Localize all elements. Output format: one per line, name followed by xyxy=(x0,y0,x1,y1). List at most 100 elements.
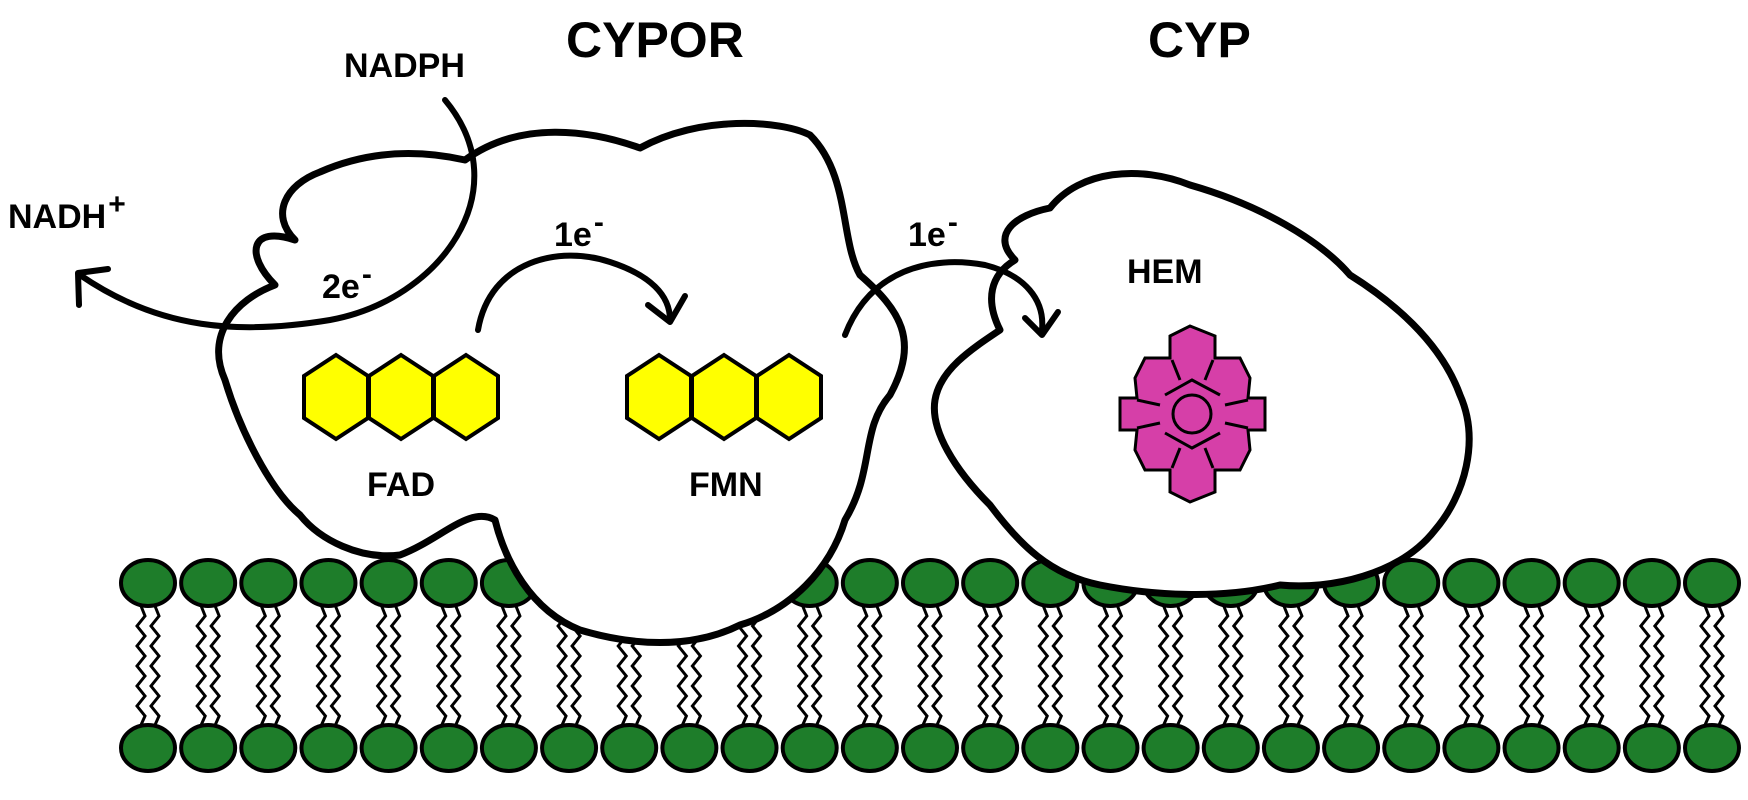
lipid-head-inner xyxy=(179,723,238,773)
lipid-tail xyxy=(1338,605,1351,726)
lipid-head-outer xyxy=(119,558,177,608)
lipid-head-inner xyxy=(359,723,418,773)
cypor-protein-outline xyxy=(215,119,908,646)
lipid-head-inner xyxy=(660,723,719,773)
lipid-tail xyxy=(315,605,328,726)
lipid-tail xyxy=(931,605,943,726)
lipid-tail xyxy=(1412,605,1425,726)
lipid-tail xyxy=(1592,605,1605,726)
lipid-tail xyxy=(1458,605,1471,726)
lipid-head-inner xyxy=(780,723,839,773)
one-electron-text-a: 1e xyxy=(554,216,592,254)
lipid-head-inner xyxy=(239,723,298,773)
lipid-head-inner xyxy=(840,723,899,773)
lipid-tail xyxy=(435,605,448,726)
one-electron-label-fmn-heme: 1e- xyxy=(908,206,958,254)
lipid-head-inner xyxy=(1382,723,1441,773)
lipid-tail xyxy=(1171,605,1184,726)
lipid-tail xyxy=(375,605,388,726)
fad-label: FAD xyxy=(367,466,435,504)
two-electron-text: 2e xyxy=(322,268,360,306)
nadh-label: NADH+ xyxy=(8,188,126,236)
lipid-head-outer xyxy=(419,558,478,608)
two-electron-charge: - xyxy=(362,258,372,291)
heme-arrowhead xyxy=(1022,309,1061,338)
fmn-ring-2 xyxy=(690,352,758,442)
lipid-tail xyxy=(810,605,823,726)
lipid-tail xyxy=(269,605,282,726)
lipid-tail xyxy=(510,605,522,726)
lipid-head-inner xyxy=(1261,723,1320,773)
lipid-head-outer xyxy=(1442,558,1501,608)
lipid-head-inner xyxy=(419,723,478,773)
lipid-head-inner xyxy=(1502,723,1561,773)
lipid-head-outer xyxy=(901,558,959,608)
lipid-head-outer xyxy=(1502,558,1561,608)
lipid-head-inner xyxy=(1201,723,1260,773)
lipid-tail xyxy=(1398,605,1411,726)
lipid-tail xyxy=(917,605,929,726)
one-electron-text-b: 1e xyxy=(908,216,946,254)
one-electron-label-fad-fmn: 1e- xyxy=(554,206,604,254)
lipid-tail xyxy=(209,605,222,726)
lipid-tail xyxy=(556,605,568,726)
lipid-tail xyxy=(449,605,462,726)
lipid-head-outer xyxy=(840,558,899,608)
nadph-to-nadh-arrow xyxy=(77,97,478,331)
lipid-head-inner xyxy=(119,723,177,773)
lipid-head-outer xyxy=(1382,558,1441,608)
fmn-ring-1 xyxy=(625,352,693,442)
lipid-head-inner xyxy=(299,723,358,773)
lipid-tail xyxy=(496,605,508,726)
lipid-head-inner xyxy=(1683,723,1741,773)
lipid-head-outer xyxy=(179,558,238,608)
fad-flavin-rings xyxy=(302,352,500,442)
lipid-tail xyxy=(1472,605,1485,726)
lipid-tail xyxy=(1638,605,1651,726)
lipid-head-inner xyxy=(600,723,659,773)
nadh-arrowhead xyxy=(75,266,111,308)
lipid-head-outer xyxy=(359,558,418,608)
fmn-label: FMN xyxy=(689,466,763,504)
lipid-head-outer xyxy=(1683,558,1741,608)
fad-ring-1 xyxy=(302,352,370,442)
lipid-tail xyxy=(1352,605,1365,726)
lipid-head-outer xyxy=(239,558,298,608)
fad-ring-2 xyxy=(367,352,435,442)
lipid-tail xyxy=(389,605,402,726)
lipid-head-inner xyxy=(901,723,959,773)
lipid-head-inner xyxy=(540,723,599,773)
lipid-tail xyxy=(135,605,147,726)
lipid-tail xyxy=(1111,605,1124,726)
lipid-tail xyxy=(1217,605,1230,726)
lipid-head-outer xyxy=(1562,558,1621,608)
lipid-head-inner xyxy=(1622,723,1681,773)
lipid-tail xyxy=(1157,605,1170,726)
lipid-head-outer xyxy=(961,558,1020,608)
lipid-bilayer xyxy=(119,558,1741,773)
lipid-tail xyxy=(750,605,763,726)
lipid-tail xyxy=(329,605,342,726)
lipid-tail xyxy=(1231,605,1244,726)
lipid-head-inner xyxy=(720,723,779,773)
lipid-head-inner xyxy=(1081,723,1140,773)
lipid-tail xyxy=(149,605,161,726)
lipid-tail xyxy=(1051,605,1064,726)
heme-inner-lines xyxy=(1136,359,1249,469)
lipid-tail xyxy=(1518,605,1531,726)
lipid-head-inner xyxy=(1562,723,1621,773)
lipid-head-outer xyxy=(1622,558,1681,608)
lipid-tail xyxy=(1037,605,1050,726)
fad-to-fmn-arrow xyxy=(475,252,673,333)
cypor-label: CYPOR xyxy=(566,12,744,68)
nadh-text: NADH xyxy=(8,198,106,236)
lipid-tail xyxy=(856,605,869,726)
lipid-tail xyxy=(1713,605,1725,726)
lipid-head-inner xyxy=(1141,723,1200,773)
nadph-label: NADPH xyxy=(344,47,465,85)
fad-ring-3 xyxy=(432,352,500,442)
lipid-head-inner xyxy=(1021,723,1080,773)
lipid-head-inner xyxy=(1322,723,1381,773)
